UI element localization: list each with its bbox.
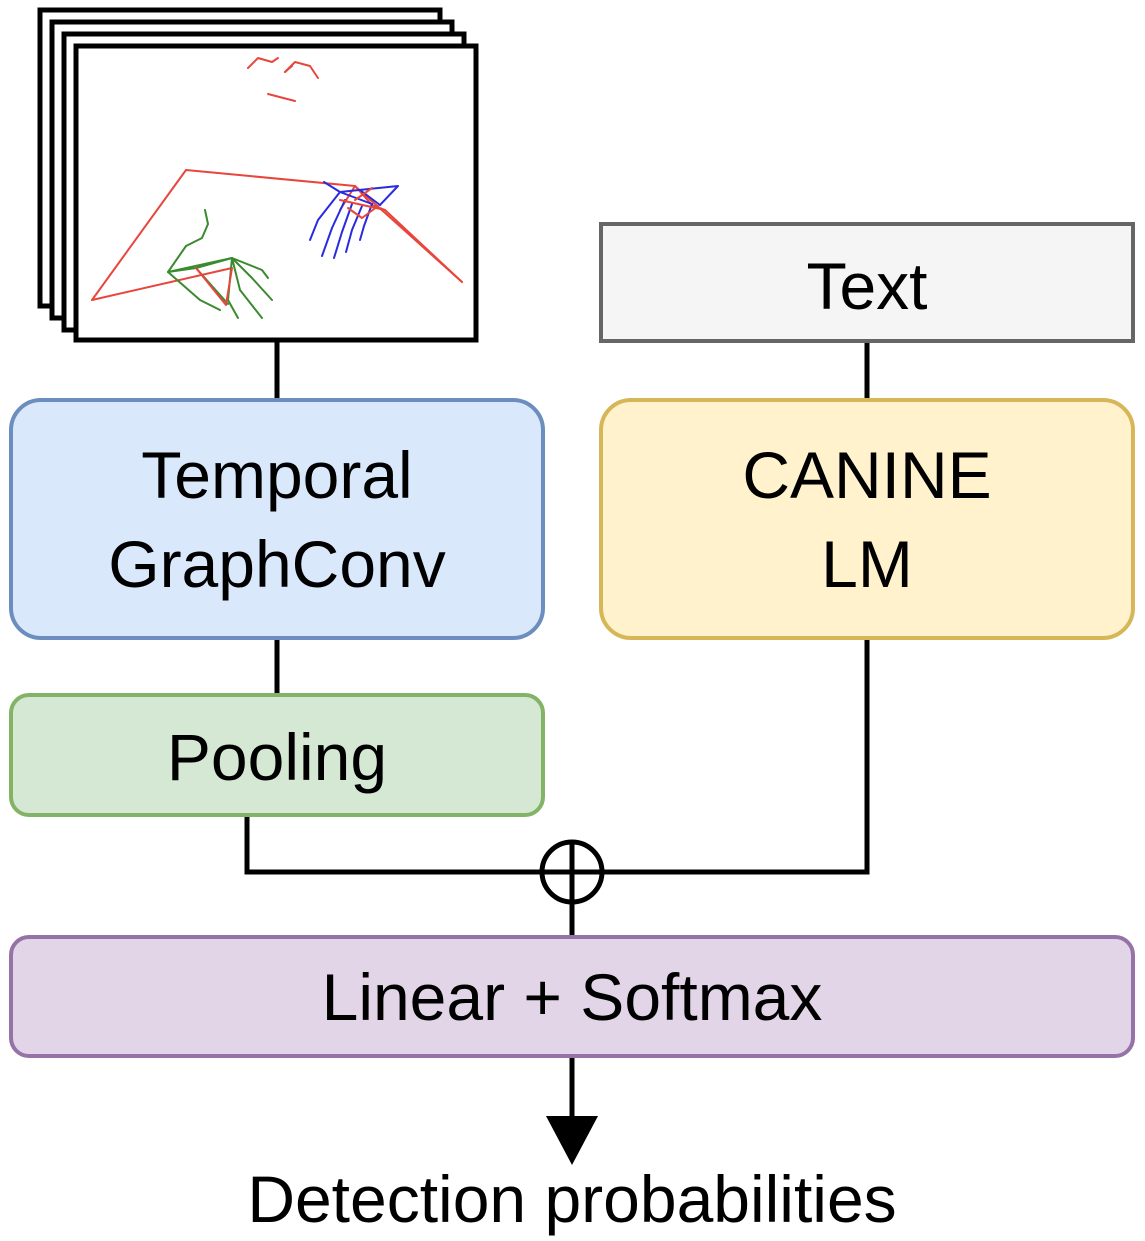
temporal-graphconv-label-line2: GraphConv [108,527,446,601]
linear-softmax-block: Linear + Softmax [9,935,1135,1058]
temporal-graphconv-block: Temporal GraphConv [9,398,545,640]
pose-skeleton-image [91,57,463,319]
text-input-box: Text [599,222,1135,343]
temporal-graphconv-label-line1: Temporal [141,438,412,512]
skeleton-face [247,57,319,102]
connector-pooling-to-sum [244,815,541,875]
canine-lm-block: CANINE LM [599,398,1135,640]
skeleton-right-wrist [339,187,463,283]
skeleton-left-hand [167,209,273,319]
pooling-label: Pooling [167,720,387,794]
linear-softmax-label: Linear + Softmax [322,960,823,1034]
canine-lm-label-line2: LM [821,527,913,601]
canine-lm-label-line1: CANINE [742,438,991,512]
video-frame-stack [37,7,479,343]
sum-operator-icon [539,839,605,905]
skeleton-left-wrist [195,267,233,306]
text-input-label: Text [806,249,927,323]
output-label: Detection probabilities [247,1162,896,1236]
arrow-head-icon [546,1116,598,1165]
connector-canine-to-sum [603,638,870,875]
frame-front [73,43,479,343]
pooling-block: Pooling [9,693,545,817]
